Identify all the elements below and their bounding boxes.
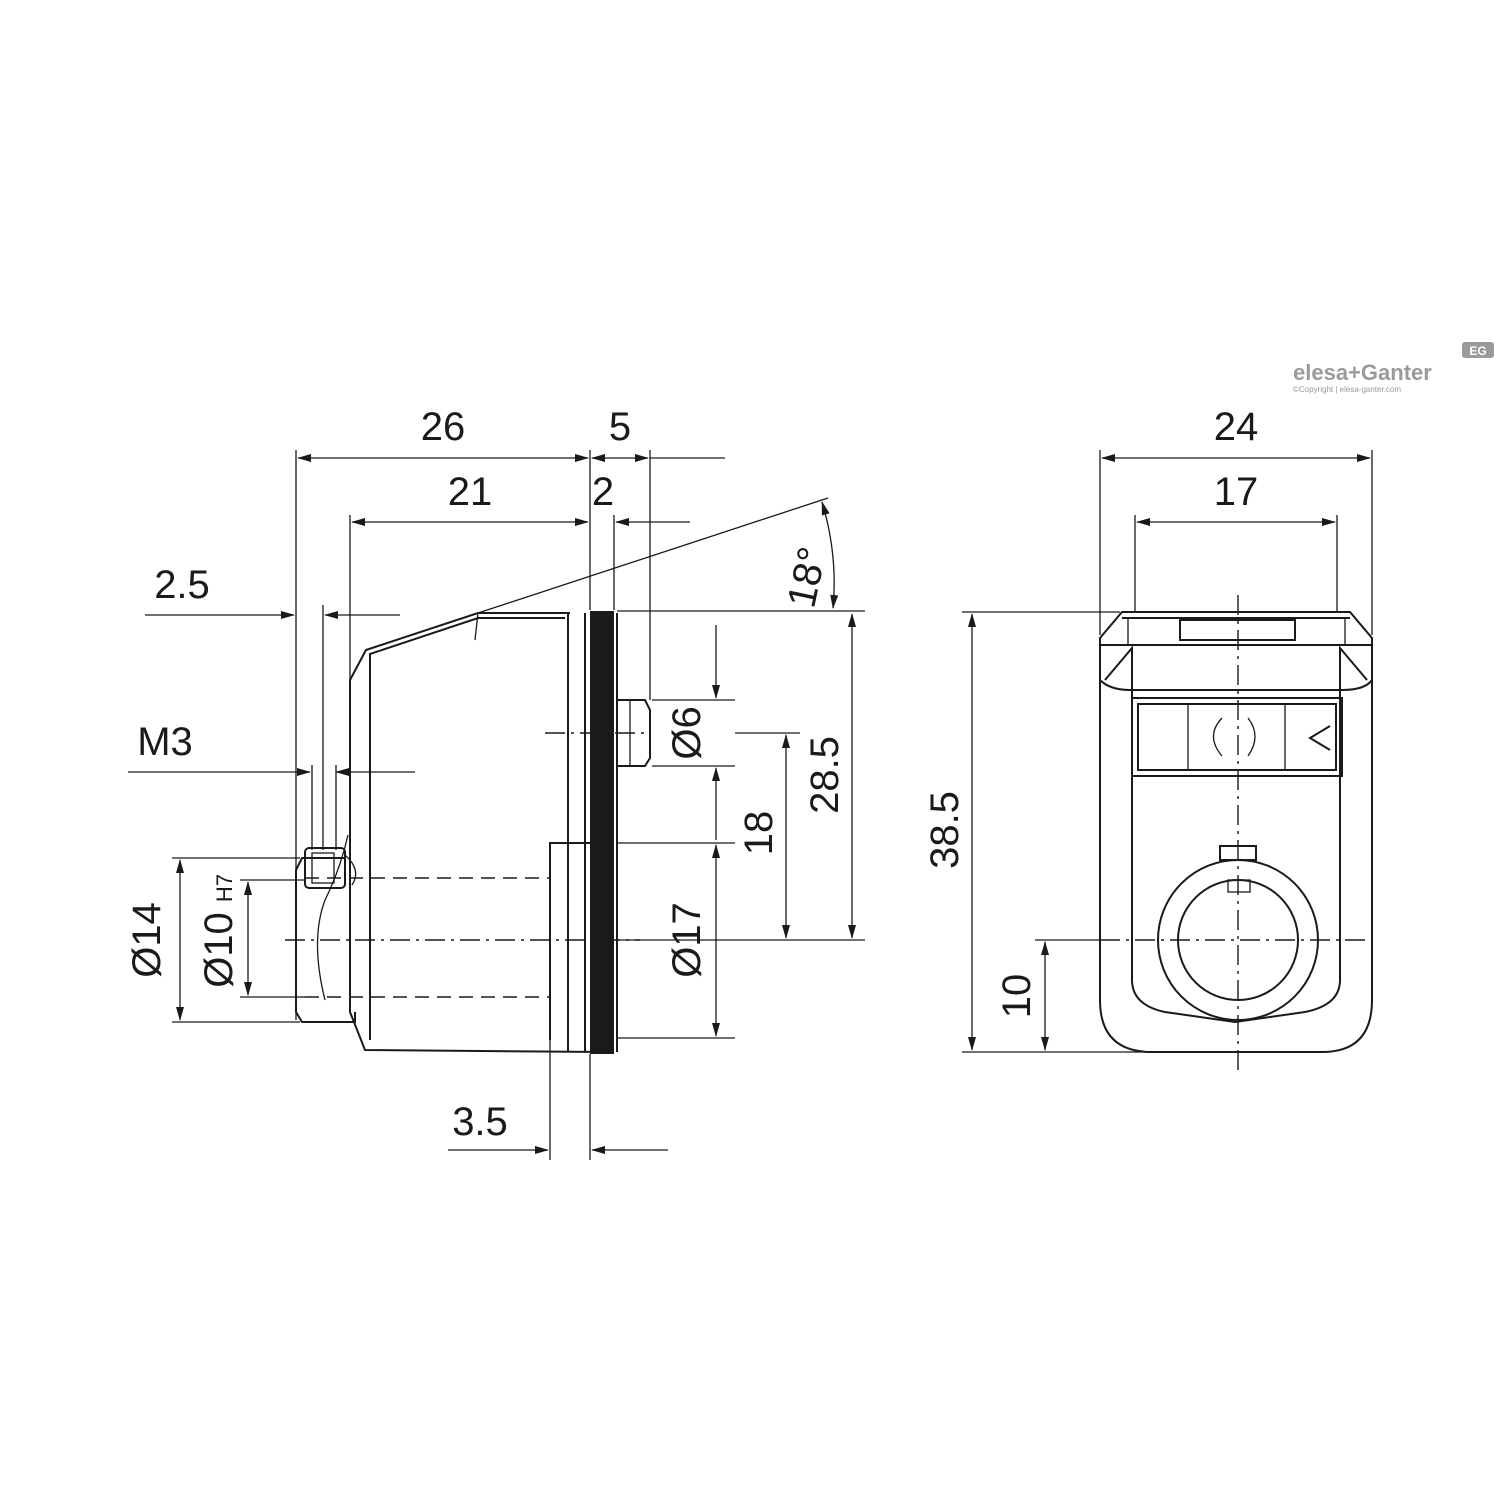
digit-window: [1131, 697, 1343, 777]
digit-window-inner: [1137, 703, 1337, 771]
pin: [617, 699, 651, 767]
brand-copyright: ©Copyright | elesa-ganter.com: [1293, 385, 1401, 394]
brand-logo: elesa+Ganter EG ©Copyright | elesa-gante…: [1293, 342, 1494, 394]
dim-21: 21: [448, 470, 493, 514]
brand-badge-icon: [1462, 342, 1494, 358]
front-face-plate: [590, 611, 614, 1054]
side-view: [285, 611, 651, 1054]
dim-m3: M3: [137, 720, 193, 764]
dim-5: 5: [609, 405, 631, 449]
front-outer-outline: [1099, 611, 1373, 1053]
dim-26: 26: [421, 405, 466, 449]
dim-18: 18: [737, 811, 781, 856]
dim-2-5: 2.5: [154, 563, 210, 607]
side-body-outline: [349, 612, 606, 1053]
digit-glyph-2: [1247, 717, 1256, 757]
side-body-inner: [369, 617, 565, 1040]
side-top-facet: [474, 612, 479, 641]
side-dimensions: 26 5 21 2 2.5 M3 18° Ø6 2: [125, 405, 865, 1160]
dim-h7: H7: [212, 874, 237, 902]
front-inner-face: [1099, 679, 1373, 691]
hub-step: [549, 842, 590, 1040]
indicator-arrow-icon: [1308, 725, 1331, 751]
set-screw-hex: [311, 852, 335, 884]
dim-28-5: 28.5: [803, 736, 847, 814]
bore-keyway: [1227, 879, 1251, 893]
dim-24: 24: [1214, 405, 1259, 449]
dim-phi10: Ø10: [197, 912, 241, 988]
dim-38-5: 38.5: [923, 791, 967, 869]
dim-phi17: Ø17: [665, 902, 709, 978]
hub-stub-curve: [316, 834, 349, 1001]
digit-glyph: [1212, 717, 1223, 757]
dim-3-5: 3.5: [452, 1100, 508, 1144]
front-chamfer-left: [1104, 645, 1133, 690]
dim-10: 10: [995, 974, 1039, 1019]
dim-2: 2: [592, 470, 614, 514]
screw-arc: [344, 854, 357, 886]
front-top-tabs: [1127, 618, 1346, 645]
angle-arc: [821, 501, 839, 609]
front-chamfer-right: [1339, 645, 1368, 690]
brand-name: elesa+Ganter: [1293, 360, 1432, 385]
brand-badge-text: EG: [1469, 344, 1486, 358]
dim-18-deg: 18°: [779, 543, 835, 611]
front-inner-bottom: [1131, 690, 1341, 1024]
front-view: [1099, 595, 1373, 1070]
set-screw: [304, 847, 346, 889]
angle-ref-line: [477, 497, 829, 614]
dim-17: 17: [1214, 470, 1259, 514]
front-dimensions: 24 17 38.5 10: [923, 405, 1373, 1053]
dim-phi14: Ø14: [125, 902, 169, 978]
dim-phi6: Ø6: [665, 706, 709, 759]
